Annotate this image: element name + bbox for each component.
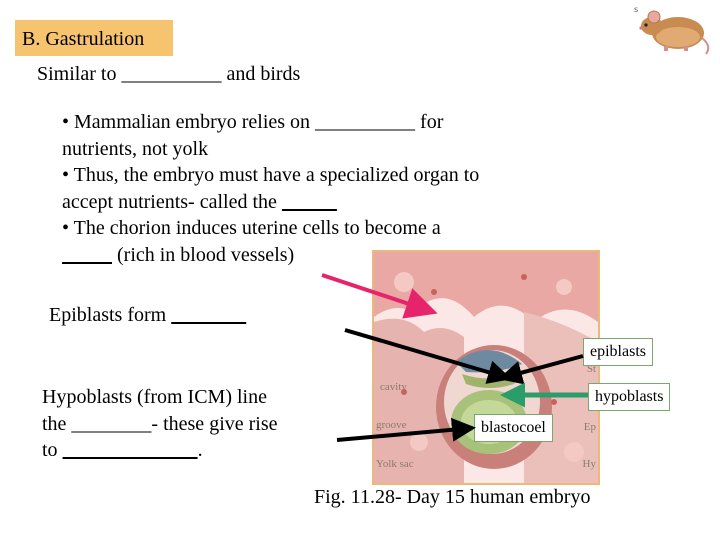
section-heading: B. Gastrulation xyxy=(15,20,173,56)
figure-label-groove: groove xyxy=(376,419,407,431)
label-hypoblasts: hypoblasts xyxy=(588,383,671,411)
hypoblasts-line-3: to . xyxy=(42,439,203,461)
epiblasts-line: Epiblasts form xyxy=(49,302,246,328)
bullet-line-2: nutrients, not yolk xyxy=(62,137,209,160)
hypoblasts-line-2: the ________- these give rise xyxy=(42,412,278,435)
bullet-line-6: (rich in blood vessels) xyxy=(62,242,479,269)
epiblasts-label-arrow xyxy=(498,354,584,385)
label-epiblasts: epiblasts xyxy=(583,338,653,366)
figure-label-cavity: cavity xyxy=(380,381,407,393)
similar-line: Similar to __________ and birds xyxy=(37,63,301,85)
bullet-line-6-text: (rich in blood vessels) xyxy=(117,243,295,266)
figure-caption: Fig. 11.28- Day 15 human embryo xyxy=(314,486,591,508)
bullet-line-4-text: accept nutrients- called the xyxy=(62,190,277,213)
label-blastocoel: blastocoel xyxy=(474,414,553,442)
figure-label-hy: Hy xyxy=(583,458,597,470)
hypoblasts-text-arrow xyxy=(336,417,476,442)
figure-label-st: St xyxy=(587,363,596,375)
bullet-line-4: accept nutrients- called the xyxy=(62,189,479,216)
bullet-line-5: • The chorion induces uterine cells to b… xyxy=(62,217,441,239)
epiblasts-text: Epiblasts form xyxy=(49,304,167,326)
figure-label-ep: Ep xyxy=(584,421,597,433)
svg-text:s: s xyxy=(634,5,638,14)
hypoblasts-line-3-text: to xyxy=(42,439,58,461)
hypoblasts-paragraph: Hypoblasts (from ICM) line the ________-… xyxy=(42,384,278,464)
figure-label-yolk-sac: Yolk sac xyxy=(376,458,414,470)
pink-arrow xyxy=(321,273,438,319)
epiblasts-arrow xyxy=(344,328,512,384)
hypoblasts-line-1: Hypoblasts (from ICM) line xyxy=(42,386,267,408)
bullet-line-3: • Thus, the embryo must have a specializ… xyxy=(62,164,480,186)
mouse-icon: s xyxy=(634,5,710,55)
bullet-list: • Mammalian embryo relies on __________ … xyxy=(62,109,479,268)
bullet-line-1: • Mammalian embryo relies on __________ … xyxy=(62,111,444,133)
